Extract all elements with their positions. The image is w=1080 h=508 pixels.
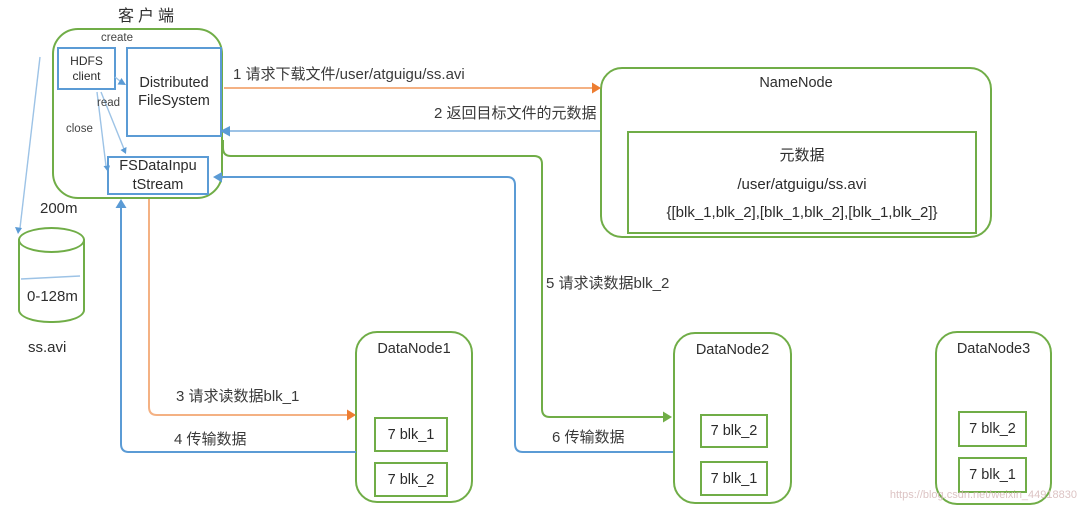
watermark: https://blog.csdn.net/weixin_44918830 (889, 489, 1077, 501)
datanode2-block-1: 7 blk_2 (700, 414, 768, 448)
step-1-label: 1 请求下载文件/user/atguigu/ss.avi (233, 66, 465, 83)
block-label: 7 blk_1 (969, 467, 1016, 483)
step4-transfer-arrowhead (115, 199, 127, 208)
datanode1-title: DataNode1 (377, 341, 451, 357)
close-label: close (66, 123, 93, 135)
file-read-arrowhead (15, 227, 22, 234)
datanode3-block-2: 7 blk_1 (958, 457, 1027, 493)
namenode-title: NameNode (759, 75, 833, 91)
file-cylinder-top (18, 227, 85, 253)
file-cylinder-body (18, 239, 85, 323)
block-label: 7 blk_2 (387, 471, 435, 488)
block-label: 7 blk_2 (969, 421, 1016, 437)
hdfs-client-label: HDFS client (70, 53, 103, 83)
hdfs-client-box: HDFS client (57, 47, 116, 90)
file-name-label: ss.avi (28, 339, 67, 356)
step-6-label: 6 传输数据 (552, 429, 625, 446)
block-label: 7 blk_2 (710, 423, 758, 439)
read-arrowhead (120, 147, 127, 154)
metadata-box: 元数据 /user/atguigu/ss.avi {[blk_1,blk_2],… (627, 131, 977, 234)
step-2-label: 2 返回目标文件的元数据 (434, 105, 597, 122)
step6-transfer-arrowhead (213, 172, 222, 183)
create-arrow-line (114, 76, 121, 82)
fsdatainputstream-box: FSDataInputStream (107, 156, 209, 195)
block-range-label: 0-128m (27, 288, 78, 305)
block-label: 7 blk_1 (710, 470, 758, 487)
read-label: read (97, 97, 121, 109)
step-3-label: 3 请求读数据blk_1 (176, 388, 300, 405)
distributed-filesystem-label: Distributed FileSystem (138, 74, 210, 109)
step5-request-arrow-line (222, 140, 663, 418)
file-read-arrow-line (19, 56, 41, 229)
step-4-label: 4 传输数据 (174, 431, 247, 448)
create-label: create (101, 32, 133, 44)
datanode3-block-1: 7 blk_2 (958, 411, 1027, 447)
fsdatainputstream-label: FSDataInputStream (119, 158, 197, 193)
step4-transfer-arrow-line (120, 207, 356, 453)
metadata-blocks: {[blk_1,blk_2],[blk_1,blk_2],[blk_1,blk_… (666, 204, 938, 221)
file-size-label: 200m (40, 200, 78, 217)
datanode2-block-2: 7 blk_1 (700, 461, 768, 496)
datanode1-block-2: 7 blk_2 (374, 462, 448, 497)
close-arrowhead (103, 165, 110, 172)
step-5-label: 5 请求读数据blk_2 (546, 275, 670, 292)
step1-request-arrowhead (592, 82, 601, 94)
step2-return-arrowhead (220, 126, 230, 137)
client-title: 客户端 (118, 8, 179, 25)
step3-request-arrow-line (148, 199, 347, 416)
create-arrowhead (117, 78, 126, 85)
step3-request-arrowhead (347, 409, 356, 421)
block-label: 7 blk_1 (387, 426, 435, 443)
cylinder-divider-line (20, 275, 81, 280)
client-box (52, 28, 223, 199)
metadata-path: /user/atguigu/ss.avi (737, 176, 867, 193)
distributed-filesystem-box: Distributed FileSystem (126, 47, 222, 137)
namenode-box: NameNode 元数据 /user/atguigu/ss.avi {[blk_… (600, 67, 992, 238)
datanode2-box: DataNode2 (673, 332, 792, 504)
datanode3-box: DataNode3 (935, 331, 1052, 505)
step6-transfer-arrow-line (222, 176, 673, 453)
datanode3-title: DataNode3 (956, 341, 1031, 357)
read-arrow-line (100, 91, 125, 150)
step5-request-arrowhead (663, 411, 672, 423)
metadata-title: 元数据 (779, 147, 825, 164)
datanode2-title: DataNode2 (695, 342, 770, 358)
datanode1-box: DataNode1 (355, 331, 473, 503)
close-arrow-line (96, 91, 107, 167)
datanode1-block-1: 7 blk_1 (374, 417, 448, 452)
